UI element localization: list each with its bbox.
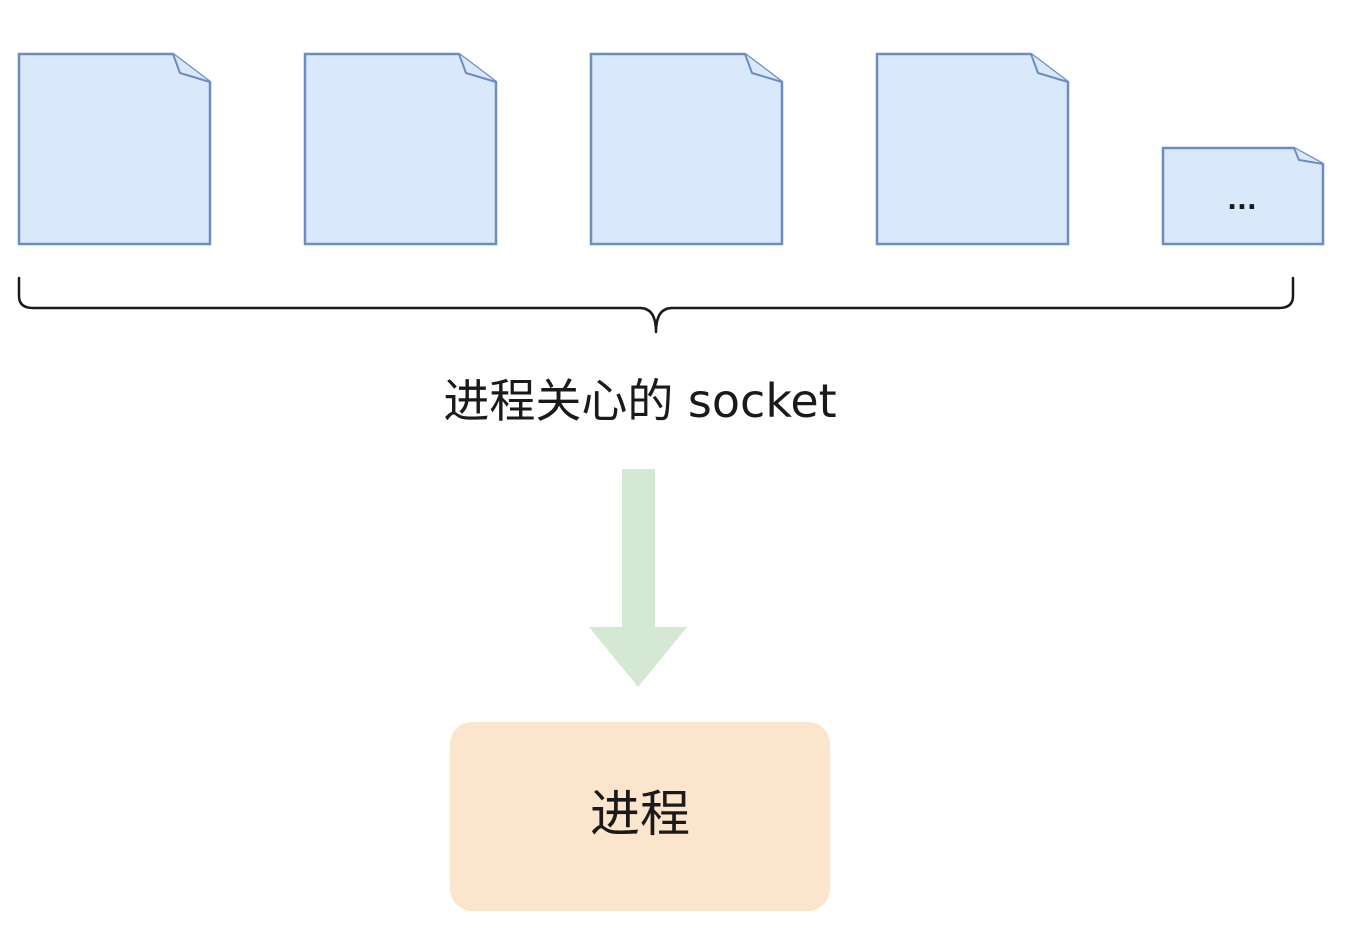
ellipsis-label: ... bbox=[1227, 186, 1257, 216]
socket-document-3 bbox=[589, 52, 784, 246]
socket-document-1 bbox=[17, 52, 212, 246]
brace-caption: 进程关心的 socket bbox=[443, 374, 836, 428]
grouping-brace bbox=[17, 276, 1295, 334]
process-box: 进程 bbox=[450, 722, 830, 911]
socket-document-4 bbox=[875, 52, 1070, 246]
socket-document-more: ... bbox=[1161, 146, 1325, 246]
socket-document-2 bbox=[303, 52, 498, 246]
down-arrow bbox=[589, 469, 687, 687]
process-label: 进程 bbox=[590, 785, 690, 843]
